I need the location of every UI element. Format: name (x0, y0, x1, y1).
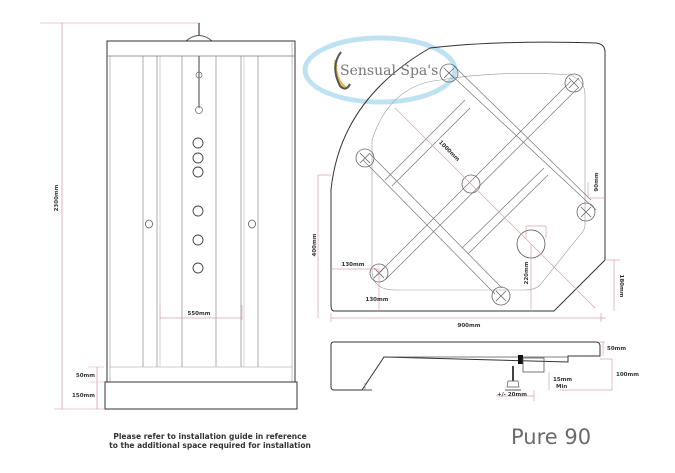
installation-note: Please refer to installation guide in re… (100, 432, 320, 450)
clearance-15-label: 15mm (553, 377, 572, 383)
foot-y-130-label: 130mm (366, 297, 389, 303)
front-view (40, 22, 298, 410)
foot-x-130-label: 130mm (342, 262, 365, 268)
side-lip-50-label: 50mm (607, 346, 626, 352)
waste-220-label: 220mm (524, 261, 530, 284)
model-name: Pure 90 (511, 425, 592, 449)
plan-view (317, 41, 620, 322)
chamfer-180-label: 180mm (618, 275, 624, 298)
tray-lip-50-label: 50mm (76, 373, 95, 379)
side-view (330, 341, 613, 401)
edge-90-label: 90mm (594, 172, 600, 191)
adjust-20-label: +/- 20mm (497, 392, 527, 398)
installation-note-line2: to the additional space required for ins… (109, 441, 311, 450)
side-400-label: 400mm (312, 233, 318, 256)
clearance-min-label: Min (556, 384, 567, 390)
width-900-label: 900mm (458, 323, 481, 329)
installation-note-line1: Please refer to installation guide in re… (113, 432, 307, 441)
panel-550-label: 550mm (188, 311, 211, 317)
brand-logo-text: Sensual Spa's (340, 63, 439, 79)
tray-150-label: 150mm (72, 393, 95, 399)
logo (302, 35, 458, 105)
height-2300-label: 2300mm (54, 184, 60, 211)
diagonal-1000-label: 1000mm (437, 140, 460, 163)
side-height-100-label: 100mm (616, 372, 639, 378)
